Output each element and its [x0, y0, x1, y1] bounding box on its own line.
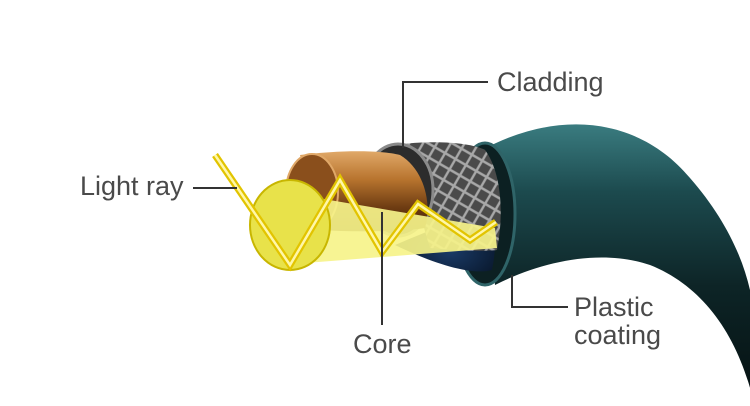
plastic-coating-label-line1: Plastic: [574, 292, 654, 322]
plastic-coating-label: Plastic coating: [574, 293, 661, 349]
core-label: Core: [353, 329, 412, 359]
plastic-coating: [482, 124, 750, 389]
light-ray-label: Light ray: [80, 171, 184, 201]
cladding-leader: [402, 81, 488, 148]
cladding-label: Cladding: [497, 67, 604, 97]
plastic-coating-label-line2: coating: [574, 320, 662, 350]
plastic-leader: [511, 275, 568, 308]
